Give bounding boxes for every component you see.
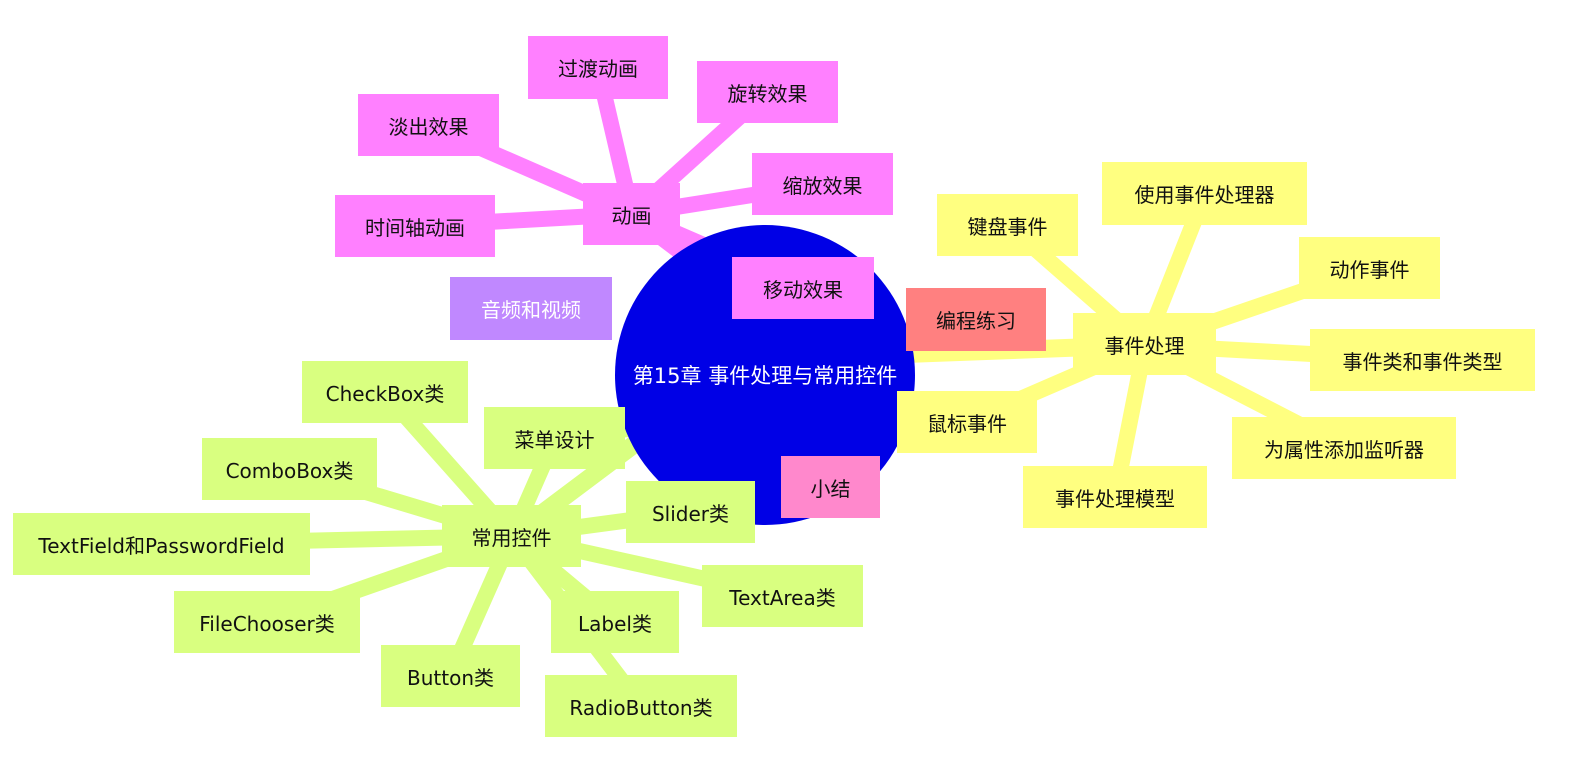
topic-menu-design[interactable]: 菜单设计 <box>484 407 625 469</box>
topic-event-handling[interactable]: 事件处理 <box>1073 313 1216 375</box>
topic-timeline-animation[interactable]: 时间轴动画 <box>335 195 495 257</box>
topic-transition-animation[interactable]: 过渡动画 <box>528 36 668 99</box>
topic-summary[interactable]: 小结 <box>781 456 880 518</box>
topic-textarea[interactable]: TextArea类 <box>702 565 863 627</box>
topic-button[interactable]: Button类 <box>381 645 520 707</box>
topic-checkbox[interactable]: CheckBox类 <box>302 361 468 423</box>
topic-slider[interactable]: Slider类 <box>626 481 755 543</box>
topic-animation[interactable]: 动画 <box>583 183 680 245</box>
topic-programming-practice[interactable]: 编程练习 <box>906 288 1046 351</box>
topic-move-effect[interactable]: 移动效果 <box>732 257 874 319</box>
topic-combobox[interactable]: ComboBox类 <box>202 438 377 500</box>
topic-property-listener[interactable]: 为属性添加监听器 <box>1232 417 1456 479</box>
topic-textfield-passwordfield[interactable]: TextField和PasswordField <box>13 513 310 575</box>
topic-filechooser[interactable]: FileChooser类 <box>174 591 360 653</box>
topic-common-controls[interactable]: 常用控件 <box>442 505 581 567</box>
topic-action-events[interactable]: 动作事件 <box>1299 237 1440 299</box>
topic-event-model[interactable]: 事件处理模型 <box>1023 466 1207 528</box>
topic-use-event-handler[interactable]: 使用事件处理器 <box>1102 162 1307 225</box>
topic-rotate-effect[interactable]: 旋转效果 <box>697 61 838 123</box>
topic-event-classes-types[interactable]: 事件类和事件类型 <box>1310 329 1535 391</box>
topic-fade-out[interactable]: 淡出效果 <box>358 94 499 156</box>
topic-label[interactable]: Label类 <box>551 591 679 653</box>
topic-keyboard-events[interactable]: 键盘事件 <box>937 194 1078 256</box>
topic-mouse-events[interactable]: 鼠标事件 <box>897 391 1037 453</box>
topic-audio-video[interactable]: 音频和视频 <box>450 277 612 340</box>
topic-scale-effect[interactable]: 缩放效果 <box>752 153 893 215</box>
topic-radiobutton[interactable]: RadioButton类 <box>545 675 737 737</box>
